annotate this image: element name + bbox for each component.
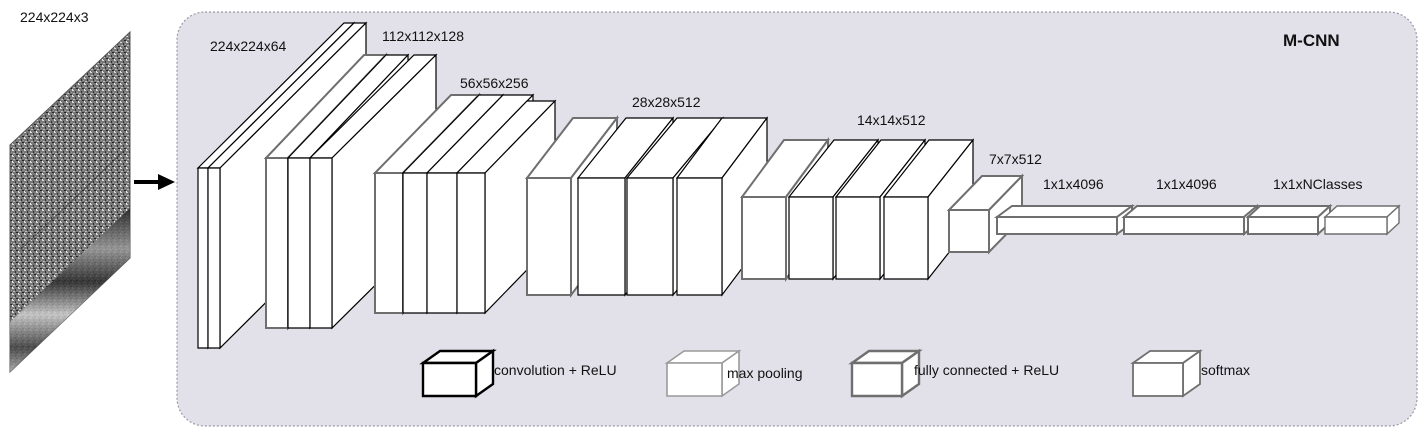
softmax-block xyxy=(1323,204,1401,236)
layer-size-label: 7x7x512 xyxy=(989,151,1042,167)
layer-size-label: 1x1x4096 xyxy=(1156,176,1217,192)
fc-block xyxy=(1245,203,1333,237)
legend-label-pool: max pooling xyxy=(727,365,803,381)
input-image xyxy=(9,30,131,374)
fc-block xyxy=(993,204,1136,236)
layer-size-label: 224x224x64 xyxy=(210,38,287,54)
legend-softmax-icon xyxy=(1130,349,1203,398)
legend-fc-icon xyxy=(848,348,923,399)
arrow-icon xyxy=(134,174,175,190)
input-size-label: 224x224x3 xyxy=(20,9,89,25)
layer-size-label: 28x28x512 xyxy=(632,94,701,110)
fc-block xyxy=(1121,203,1260,237)
legend-conv-icon xyxy=(419,348,497,399)
layer-size-label: 1x1xNClasses xyxy=(1273,176,1362,192)
network-title: M-CNN xyxy=(1283,31,1340,50)
layer-size-label: 1x1x4096 xyxy=(1043,176,1104,192)
layer-size-label: 112x112x128 xyxy=(382,28,464,44)
layer-size-label: 14x14x512 xyxy=(857,112,926,128)
legend xyxy=(419,348,1203,399)
legend-pool-icon xyxy=(664,349,742,398)
legend-label-conv: convolution + ReLU xyxy=(494,362,617,378)
legend-label-softmax: softmax xyxy=(1201,362,1250,378)
layer-size-label: 56x56x256 xyxy=(460,75,529,91)
legend-label-fc: fully connected + ReLU xyxy=(914,362,1059,378)
layer-blocks xyxy=(196,21,1401,350)
